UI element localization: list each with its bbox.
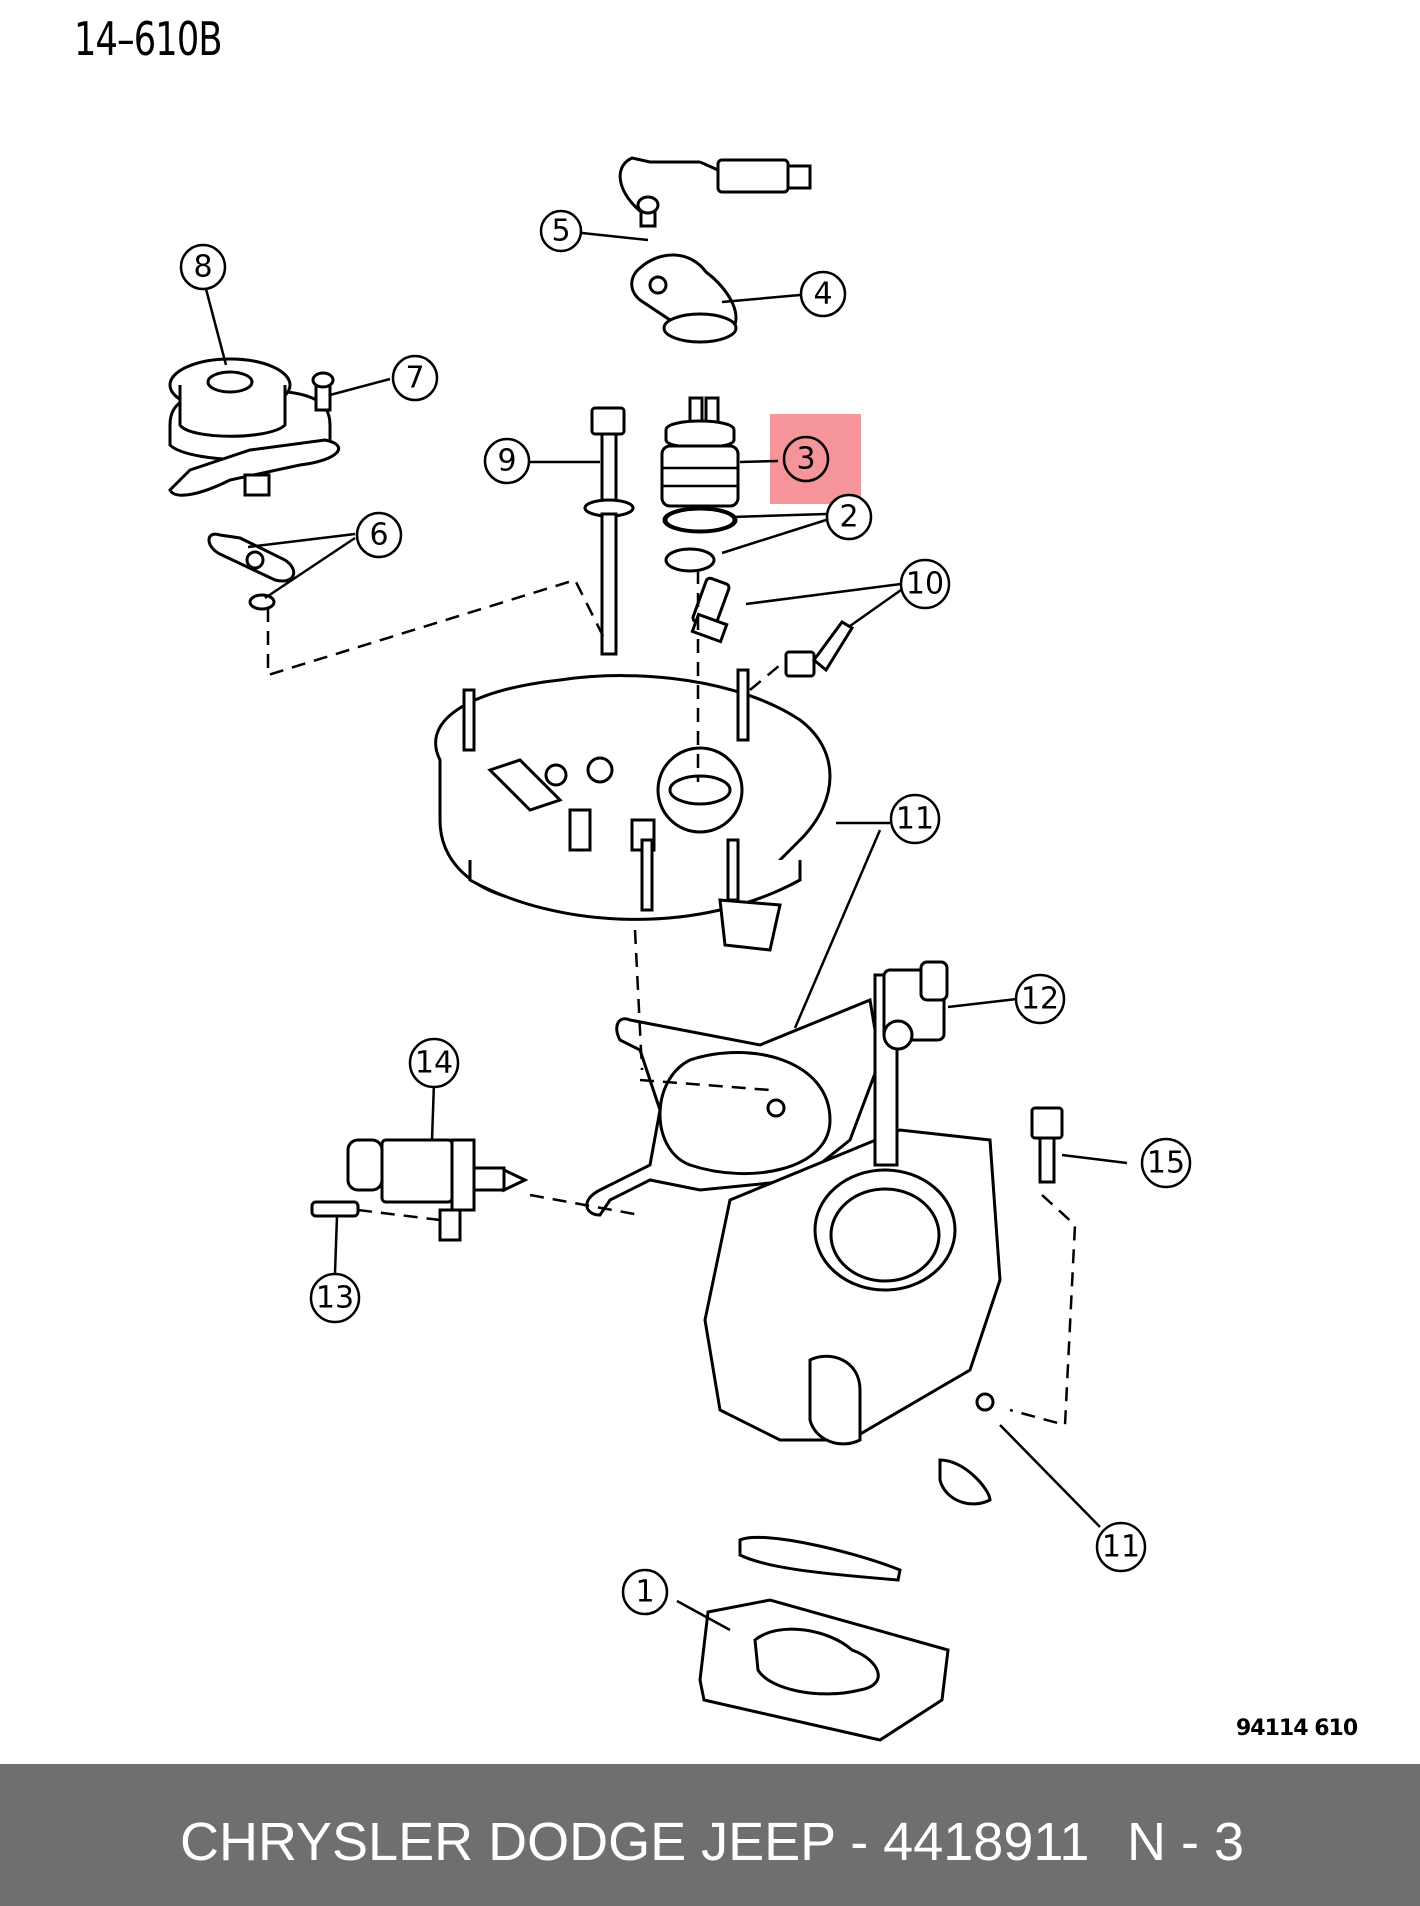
part-throttle-body-upper xyxy=(434,674,832,952)
callout-14: 14 xyxy=(408,1037,460,1089)
part-bolt-9 xyxy=(583,406,635,656)
callout-3: 3 xyxy=(782,435,830,483)
alignment-lines xyxy=(266,570,1077,1427)
callout-6: 6 xyxy=(355,511,403,559)
svg-text:4: 4 xyxy=(813,277,832,312)
svg-text:15: 15 xyxy=(1147,1146,1185,1181)
callout-11-lower: 11 xyxy=(1095,1521,1147,1573)
svg-text:5: 5 xyxy=(551,214,570,249)
callout-5: 5 xyxy=(539,209,583,253)
leader-lines xyxy=(204,231,1128,1632)
part-sensor-12 xyxy=(919,960,949,1002)
callout-13: 13 xyxy=(309,1272,361,1324)
part-gasket-1 xyxy=(698,1598,950,1742)
exploded-parts-diagram: 5 4 8 7 6 9 3 2 10 11 12 14 15 13 11 1 xyxy=(168,156,1192,1742)
part-screw-5 xyxy=(636,195,660,228)
svg-text:8: 8 xyxy=(193,250,212,285)
svg-text:14: 14 xyxy=(415,1046,453,1081)
svg-text:11: 11 xyxy=(896,802,934,837)
svg-text:13: 13 xyxy=(316,1281,354,1316)
svg-text:9: 9 xyxy=(497,444,516,479)
part-number-text: CHRYSLER DODGE JEEP - 4418911 xyxy=(180,1812,1090,1872)
callout-15: 15 xyxy=(1140,1137,1192,1189)
part-gasket-11 xyxy=(585,997,882,1217)
svg-text:6: 6 xyxy=(369,518,388,553)
svg-text:12: 12 xyxy=(1021,982,1059,1017)
footer-bar: CHRYSLER DODGE JEEP - 4418911 N - 3 xyxy=(0,1764,1420,1906)
callout-2: 2 xyxy=(825,493,873,541)
callout-4: 4 xyxy=(799,270,847,318)
part-injector-3 xyxy=(660,396,740,534)
part-sensor-10b xyxy=(784,620,855,678)
part-throttle-body-lower xyxy=(703,968,1002,1582)
diagram-code-bottom: 94114 610 xyxy=(1236,1716,1358,1741)
callout-1: 1 xyxy=(621,1568,669,1616)
part-o-rings-2 xyxy=(664,507,736,573)
diagram-code-top: 14–610B xyxy=(74,12,222,66)
part-actuator-8 xyxy=(168,357,341,497)
part-iac-motor-14 xyxy=(346,1138,529,1242)
callout-7: 7 xyxy=(391,354,439,402)
svg-text:10: 10 xyxy=(906,567,944,602)
part-studs xyxy=(462,668,750,912)
part-sensor-10a xyxy=(690,576,731,644)
svg-text:7: 7 xyxy=(405,361,424,396)
part-screw-13 xyxy=(310,1200,360,1218)
part-screw-7 xyxy=(311,371,335,412)
callout-11-upper: 11 xyxy=(889,793,941,845)
svg-text:2: 2 xyxy=(839,500,858,535)
callout-9: 9 xyxy=(483,437,531,485)
part-sensor-body xyxy=(630,253,738,344)
part-bracket-6 xyxy=(207,532,296,611)
callout-8: 8 xyxy=(179,243,227,291)
svg-text:1: 1 xyxy=(635,1575,654,1610)
svg-text:11: 11 xyxy=(1102,1530,1140,1565)
callout-10: 10 xyxy=(899,558,951,610)
part-bolt-15 xyxy=(1030,1106,1064,1184)
svg-text:3: 3 xyxy=(796,442,815,477)
position-text: N - 3 xyxy=(1127,1812,1245,1872)
callout-12: 12 xyxy=(1014,973,1066,1025)
